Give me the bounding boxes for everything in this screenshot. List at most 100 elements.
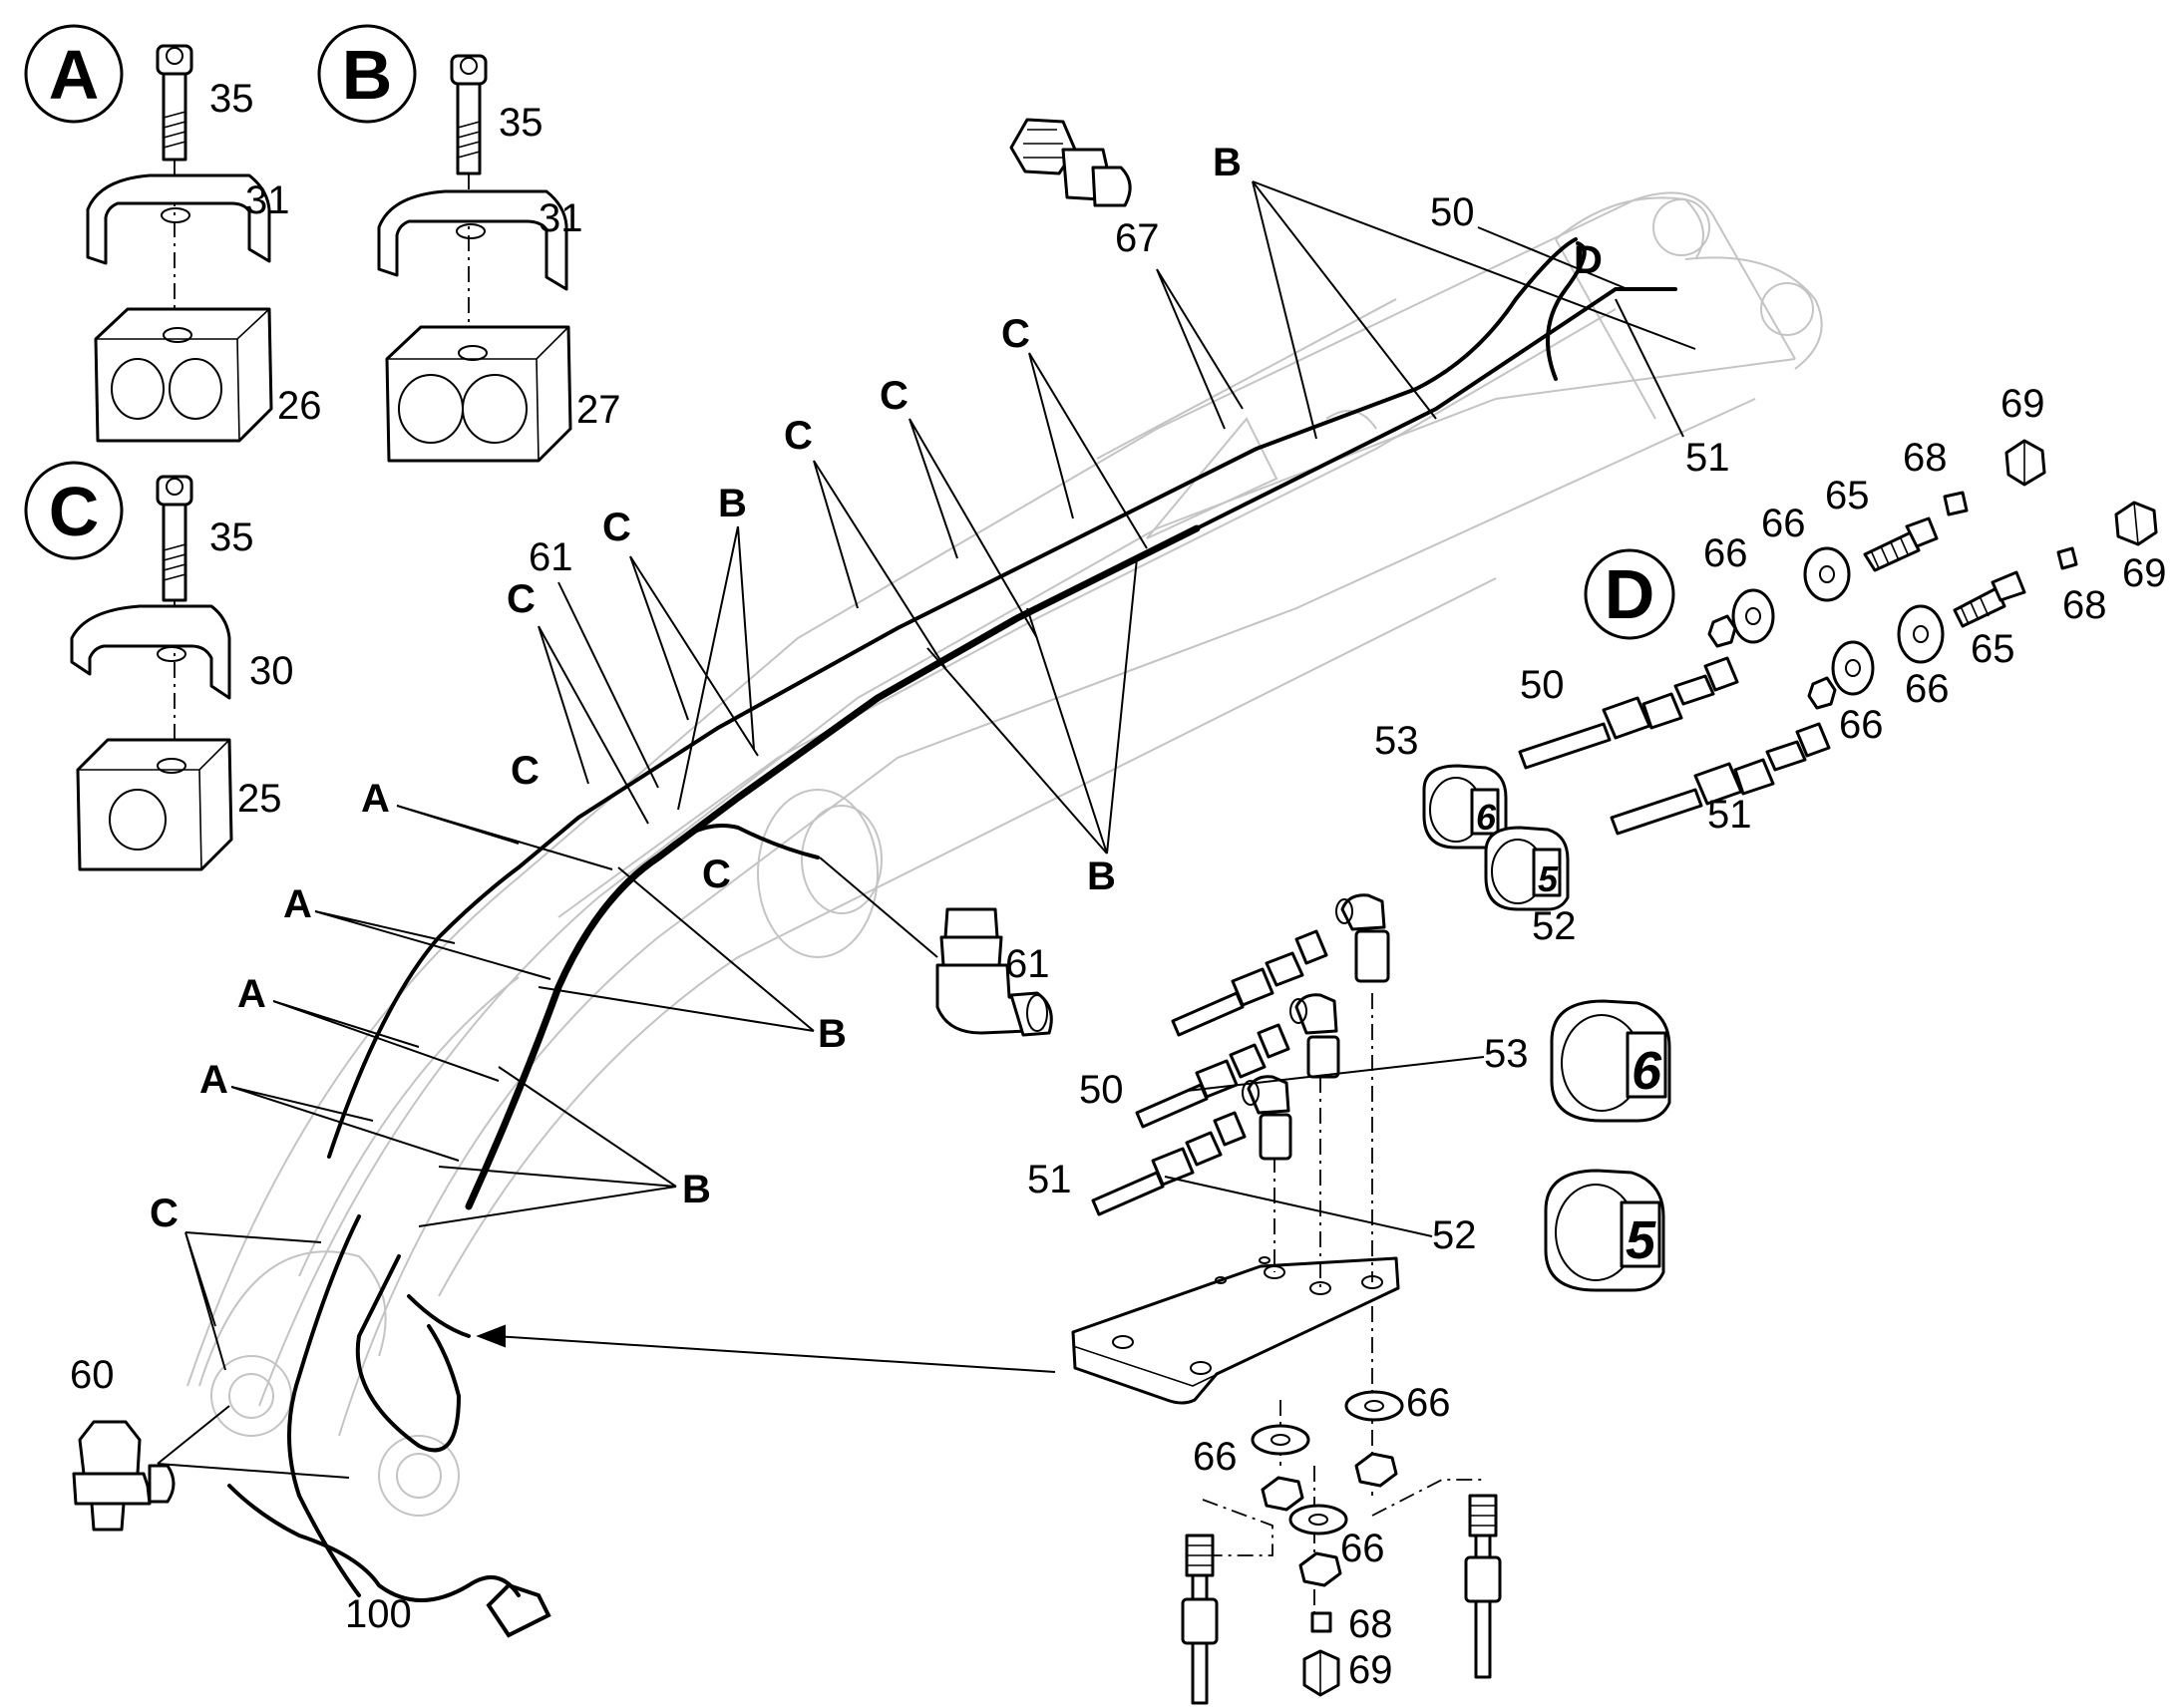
callout-c-4: C	[602, 506, 631, 549]
plate-detail: 50 53 51 52 6 5 66	[476, 893, 1671, 1705]
callout-b-top: B	[1213, 141, 1242, 184]
callout-d: D	[1574, 238, 1603, 282]
plate-marker-6-number: 6	[1632, 1041, 1662, 1101]
label-68-lower: 68	[2062, 583, 2107, 627]
callout-a-1: A	[361, 777, 390, 821]
label-69-upper: 69	[2000, 382, 2045, 426]
callout-c-5: C	[507, 577, 536, 621]
clamp-bolt-35	[156, 44, 193, 162]
label-66-c: 66	[1905, 667, 1950, 711]
detail-c-letter: C	[49, 473, 100, 550]
connector-65-upper	[1863, 516, 1939, 572]
plate-washer-bottom	[1288, 1504, 1348, 1536]
callout-c-6: C	[511, 749, 540, 793]
clamp-cap-30	[70, 604, 231, 700]
callout-a-3: A	[237, 972, 266, 1016]
clamp-cap-31	[377, 189, 568, 291]
label-27: 27	[576, 388, 621, 432]
vertical-fitting-left	[1181, 1534, 1219, 1705]
clamp-cap-31	[86, 173, 271, 265]
plate-label-66-bottom: 66	[1340, 1527, 1385, 1570]
washer-66-a	[1803, 546, 1851, 602]
detail-b: B 35 31 27	[317, 24, 621, 463]
callout-a-2: A	[283, 882, 312, 926]
plate-nut-left	[1261, 1476, 1304, 1512]
fitting-60	[72, 1420, 176, 1532]
plate-marker-5-number: 5	[1626, 1210, 1656, 1270]
plate-label-69: 69	[1348, 1648, 1393, 1692]
plate-marker-6: 6	[1550, 999, 1671, 1123]
label-35: 35	[499, 101, 544, 145]
plate-nut-right	[1354, 1452, 1398, 1488]
label-51: 51	[1707, 793, 1752, 837]
fitting-61	[935, 907, 1053, 1037]
nut-lower	[1807, 676, 1837, 710]
plate-label-66-right: 66	[1406, 1381, 1451, 1425]
callout-b-mid: B	[718, 482, 747, 525]
hose-end-50	[1518, 656, 1739, 770]
callout-c-2: C	[880, 374, 908, 418]
plate-label-52: 52	[1432, 1213, 1477, 1257]
label-30: 30	[249, 649, 294, 693]
callout-61-top: 61	[529, 535, 573, 579]
callout-61: 61	[1005, 942, 1050, 986]
boom-callouts: B 50 D 51 67 C C C B B C 61	[70, 118, 1730, 1636]
marker-52: 5	[1484, 826, 1570, 911]
callout-51: 51	[1685, 436, 1730, 480]
label-66-b: 66	[1703, 531, 1748, 575]
plate-label-66-left: 66	[1193, 1435, 1238, 1479]
plate-washer-left	[1251, 1424, 1310, 1456]
plate-label-68: 68	[1348, 1602, 1393, 1646]
clamp-block-25	[76, 738, 233, 871]
plate-cap-69	[1302, 1649, 1340, 1697]
plate-label-51: 51	[1027, 1158, 1072, 1201]
label-50: 50	[1520, 663, 1565, 707]
washer-66-d	[1831, 640, 1875, 696]
plate-marker-5: 5	[1544, 1169, 1665, 1292]
detail-d: D 69 68 65 66 66	[1374, 382, 2167, 948]
callout-67: 67	[1115, 216, 1160, 260]
label-69-lower: 69	[2122, 551, 2167, 595]
plug-68-lower	[2056, 546, 2078, 570]
detail-a-letter: A	[49, 36, 100, 114]
detail-c-badge	[24, 461, 124, 560]
marker-52-number: 5	[1538, 858, 1559, 899]
label-65-upper: 65	[1825, 474, 1870, 517]
callout-c-7: C	[702, 853, 731, 896]
plate-washer-right	[1344, 1390, 1404, 1422]
connector-65-lower	[1953, 570, 2026, 628]
clamp-block-26	[94, 307, 273, 443]
vertical-fitting-right	[1464, 1494, 1502, 1679]
plate-label-53: 53	[1484, 1032, 1529, 1076]
label-31: 31	[245, 178, 290, 222]
detail-a: A 35 31 26	[24, 24, 322, 443]
label-53: 53	[1374, 719, 1419, 763]
hose-end-51	[1610, 722, 1831, 836]
nut-upper	[1707, 614, 1737, 648]
fitting-67	[1009, 118, 1132, 207]
label-66-d: 66	[1839, 703, 1884, 747]
plate-nut-bottom	[1298, 1551, 1342, 1587]
callout-c-3: C	[784, 414, 813, 458]
washer-66-c	[1897, 604, 1945, 664]
plate-hose-51	[1091, 1111, 1247, 1216]
callout-b-right: B	[1087, 854, 1116, 898]
callout-100: 100	[345, 1592, 412, 1636]
clamp-bolt-35	[156, 475, 193, 602]
washer-66-b	[1731, 588, 1775, 644]
callout-c-8: C	[150, 1192, 179, 1235]
detail-b-badge	[317, 24, 417, 124]
label-66-a: 66	[1761, 502, 1806, 545]
elbow-upper	[1335, 893, 1390, 983]
plug-68-upper	[1943, 491, 1969, 516]
plate-hose-upper	[1171, 929, 1328, 1037]
elbow-lower	[1242, 1075, 1292, 1161]
detail-d-badge	[1584, 548, 1675, 640]
detail-d-letter: D	[1605, 555, 1655, 633]
callout-a-4: A	[199, 1058, 228, 1102]
callout-c-1: C	[1001, 312, 1030, 356]
label-35: 35	[209, 515, 254, 559]
label-26: 26	[277, 384, 322, 428]
marker-53-number: 6	[1476, 797, 1497, 838]
